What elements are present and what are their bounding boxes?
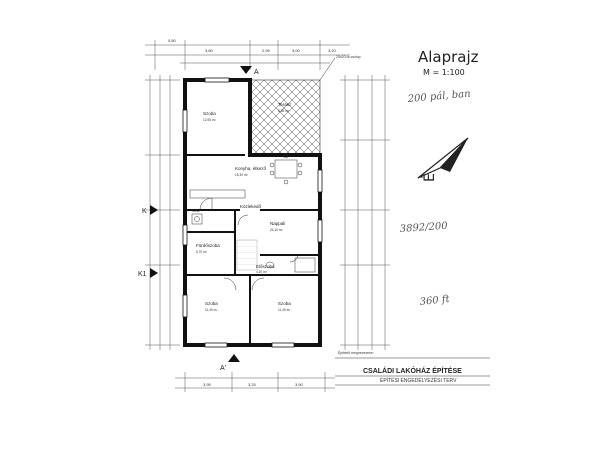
bottom-dim-2: 3,25	[248, 382, 257, 387]
plan-title: Alaprajz	[418, 48, 479, 66]
room-area-8: 11,40 m²	[278, 308, 290, 312]
room-label-8: Szoba	[278, 301, 291, 306]
room-label-2: Terasz	[278, 102, 292, 107]
outer-walls	[183, 78, 322, 347]
callout-leader	[319, 57, 336, 81]
svg-text:K1: K1	[138, 271, 147, 278]
dining-table	[269, 153, 303, 185]
room-label-4: Nappali	[270, 221, 285, 226]
room-label-6: Előszoba	[256, 264, 275, 269]
north-arrow-icon: É	[417, 137, 469, 182]
section-marker-a: A'	[220, 354, 240, 372]
svg-text:A': A'	[220, 365, 226, 372]
room-area-3: 15,30 m²	[235, 173, 248, 177]
plan-scale: M = 1:100	[423, 68, 465, 77]
room-label-9: WC	[192, 208, 200, 213]
room-label-5: Fürdőszoba	[196, 243, 220, 248]
top-dim-3: 3,00	[292, 48, 301, 53]
north-letter: É	[421, 173, 438, 182]
section-marker-k1: K1	[138, 268, 158, 278]
section-marker-top: A	[240, 66, 259, 76]
title-block-label: Építtető megnevezése:	[338, 350, 374, 355]
top-dim-4: 0,80	[168, 38, 177, 43]
section-marker-k: K	[142, 205, 158, 215]
handwritten-note-3: 360 ft	[419, 294, 451, 308]
handwritten-note-2: 3892/200	[399, 221, 448, 235]
room-label-7: Szoba	[205, 301, 218, 306]
room-label-1: Szoba	[203, 111, 216, 116]
windows	[182, 77, 323, 348]
room-label-10: Közlekedő	[240, 204, 262, 209]
right-dimension-lines	[340, 75, 390, 350]
bottom-dimension-lines	[175, 372, 335, 392]
kitchen-counter	[189, 189, 246, 199]
project-title: CSALÁDI LAKÓHÁZ ÉPÍTÉSE	[363, 366, 462, 375]
top-dimension-lines	[145, 40, 350, 70]
svg-text:A: A	[254, 69, 259, 76]
top-dim-1: 3,80	[205, 48, 214, 53]
top-dim-2: 2,95	[262, 48, 271, 53]
room-area-5: 5,70 m²	[196, 250, 207, 254]
hallway-grid	[236, 239, 258, 271]
title-block: Építtető megnevezése: CSALÁDI LAKÓHÁZ ÉP…	[335, 350, 490, 386]
room-area-7: 11,40 m²	[205, 308, 217, 312]
project-subtitle: ÉPÍTÉSI ENGEDÉLYEZÉSI TERV	[380, 377, 457, 384]
terrace-area	[249, 79, 321, 156]
callout-text: 20x20 fa oszlop	[336, 55, 361, 59]
room-area-4: 24,10 m²	[270, 228, 283, 232]
interior-walls	[185, 154, 320, 345]
bathroom-fixtures	[191, 213, 316, 273]
handwritten-note-1: 200 pál, ban	[406, 89, 471, 106]
svg-text:K: K	[142, 208, 147, 215]
top-dim-5: 3,20	[328, 48, 337, 53]
bottom-dim-1: 3,95	[203, 382, 212, 387]
room-area-1: 12,55 m²	[203, 118, 216, 122]
room-area-6: 4,20 m²	[256, 270, 267, 274]
room-area-2: 5,85 m²	[278, 109, 289, 113]
room-label-3: Konyha, étkező	[235, 166, 267, 171]
bottom-dim-3: 3,90	[295, 382, 304, 387]
